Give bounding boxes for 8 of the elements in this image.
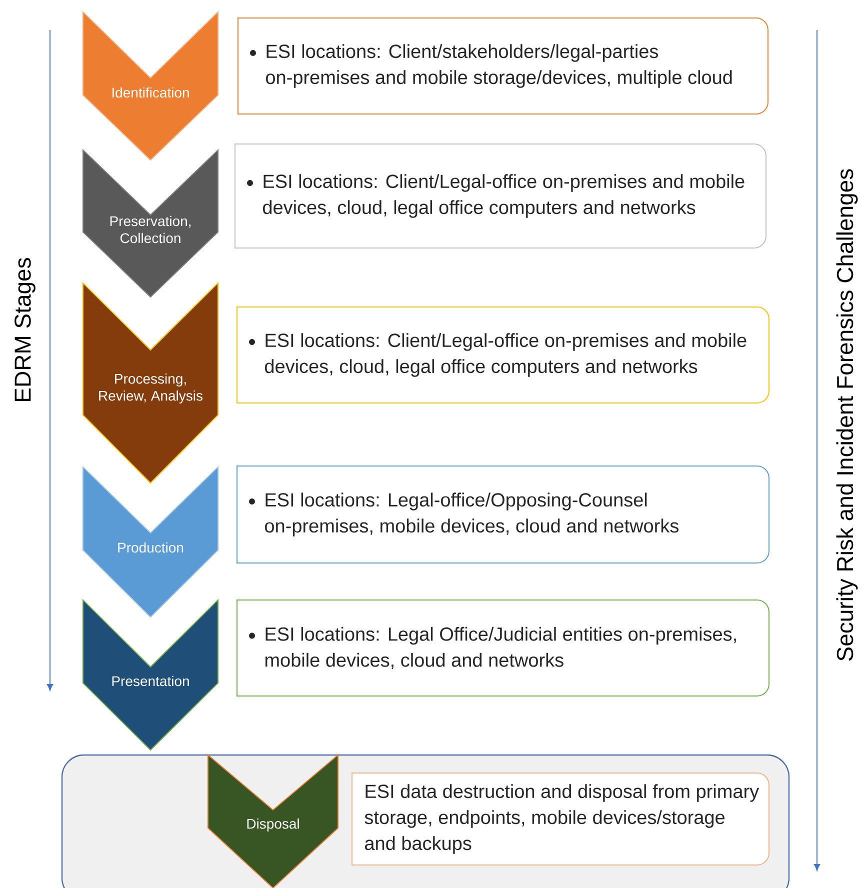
text-box: ESI locations: Client/Legal-office on-premises and mobile devices, cloud, legal office computers and networks — [234, 144, 766, 248]
side-label: EDRM Stages — [14, 258, 36, 401]
text-box: ESI locations: Legal Office/Judicial entities on-premises, mobile devices, cloud and networks — [236, 600, 770, 696]
text-box: ESI locations: Client/stakeholders/legal-parties on-premises and mobile storage/devices, multiple cloud — [238, 18, 768, 114]
text-box: ESI locations: Legal-office/Opposing-Counsel on-premises, mobile devices, cloud and networks — [236, 466, 770, 564]
side-label: Security Risk and Incident Forensics Challenges — [836, 169, 858, 661]
text-box: ESI data destruction and disposal from primary storage, endpoints, mobile devices/storage and backups — [352, 772, 770, 866]
text-box: ESI locations: Client/Legal-office on-premises and mobile devices, cloud, legal office computers and networks — [236, 306, 770, 404]
